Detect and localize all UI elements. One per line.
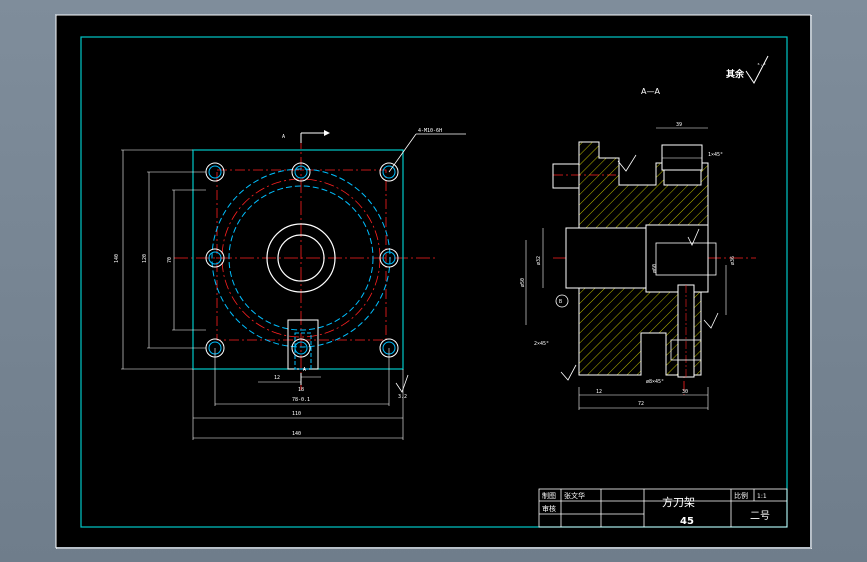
surface-roughness: ⁶·³ xyxy=(757,63,766,69)
tb-drawn-label: 制图 xyxy=(542,491,556,500)
dim-front-height-mid: 120 xyxy=(142,254,148,263)
dim-section-chamfer: 1×45° xyxy=(708,152,723,158)
dim-section-len-1: 12 xyxy=(596,389,602,395)
section-view: A—A B xyxy=(520,87,756,410)
datum-label: B xyxy=(559,299,562,305)
datum-circle xyxy=(555,294,569,308)
dim-section-chamfer-2: 2×45° xyxy=(534,341,549,347)
tb-drawn-name: 张文华 xyxy=(564,491,585,500)
section-marker-bottom: A xyxy=(303,367,306,373)
section-marker-top: A xyxy=(282,134,285,140)
tb-scale-value: 1:1 xyxy=(757,493,767,500)
inner-border xyxy=(80,36,788,528)
dim-section-dia-1: ø60 xyxy=(652,264,658,273)
dim-section-bore: ø32 xyxy=(536,256,542,265)
dim-section-shaft: ø50 xyxy=(520,278,526,287)
dim-front-slot: 12 xyxy=(274,375,280,381)
surface-note: 其余 ⁶·³ xyxy=(726,55,769,84)
dim-front-width-3: 140 xyxy=(292,431,301,437)
title-block xyxy=(538,488,788,528)
dim-section-top: 39 xyxy=(676,122,682,128)
dim-front-slot-2: 18 xyxy=(298,387,304,393)
tb-part-name: 方刀架 xyxy=(662,495,695,509)
section-label: A—A xyxy=(641,87,660,96)
tb-material: 45 xyxy=(680,516,694,527)
tb-scale-label: 比例 xyxy=(734,491,748,500)
dim-section-len-2: 30 xyxy=(682,389,688,395)
dim-section-len-3: ø8×45° xyxy=(646,379,664,385)
dim-section-dia-2: ø36 xyxy=(730,256,736,265)
tb-sheet: 二号 xyxy=(750,510,770,522)
dim-front-width-1: 78-0.1 xyxy=(292,397,310,403)
hole-callout: 4-M10-6H xyxy=(418,128,442,134)
dim-front-width-2: 110 xyxy=(292,411,301,417)
roughness-front: 3.2 xyxy=(398,394,407,400)
surface-note-text: 其余 xyxy=(726,68,745,80)
dim-front-height-outer: 140 xyxy=(114,254,120,263)
cad-viewport[interactable]: A A 4-M10-6H 140 120 70 xyxy=(55,14,812,549)
cad-drawing: A A 4-M10-6H 140 120 70 xyxy=(56,15,812,549)
tb-checked-label: 审核 xyxy=(542,504,556,513)
dim-section-total: 72 xyxy=(638,401,644,407)
dim-front-height-inner: 70 xyxy=(167,257,173,263)
front-view: A A 4-M10-6H 140 120 70 xyxy=(114,128,466,440)
